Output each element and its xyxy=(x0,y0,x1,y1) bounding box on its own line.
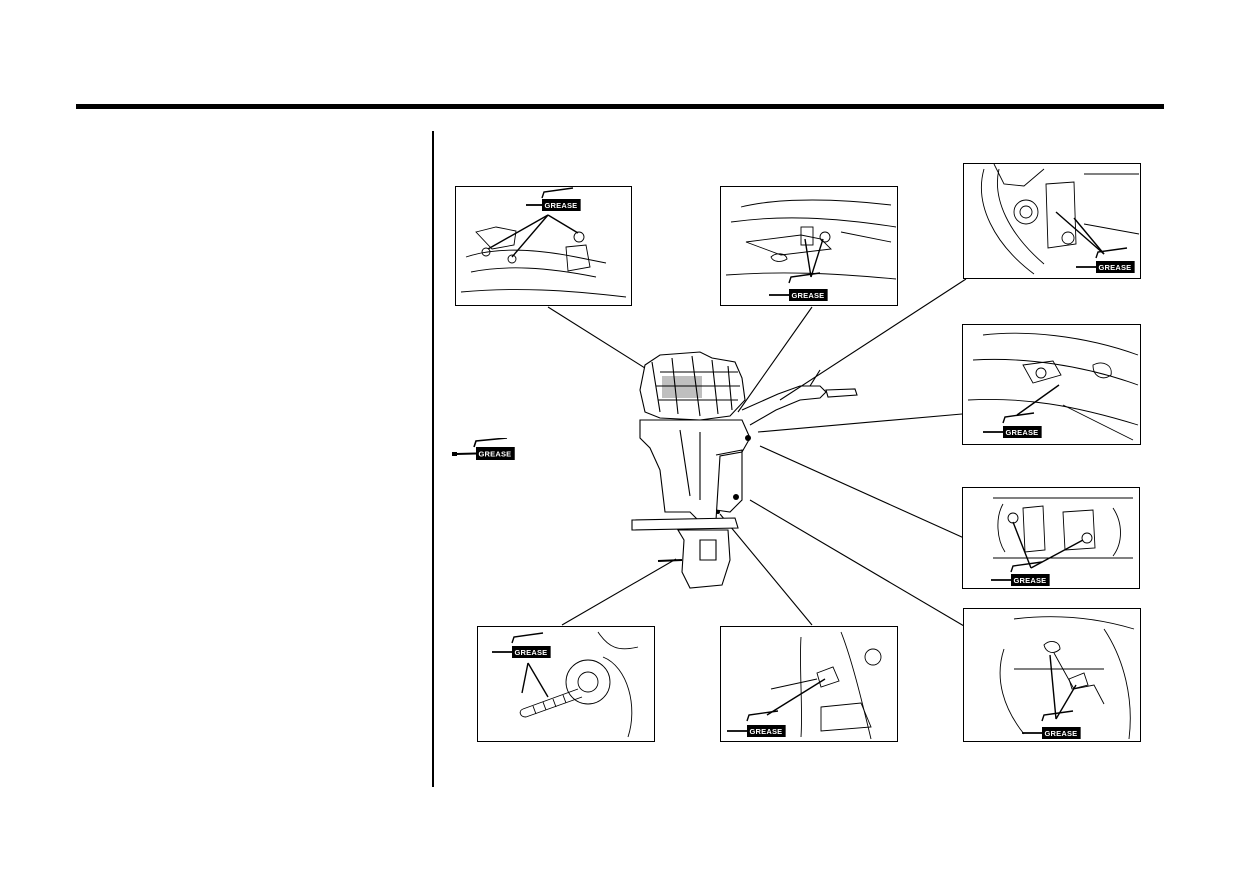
grease-legend-label: GREASE xyxy=(479,450,512,459)
column-divider xyxy=(432,131,434,787)
inset-tilt-lock-lever: GREASE xyxy=(963,608,1141,742)
header-rule xyxy=(76,104,1164,109)
grease-legend-symbol: GREASE xyxy=(452,438,515,460)
inset-shift-linkage: GREASE xyxy=(720,626,898,742)
inset-label: GREASE xyxy=(545,201,578,210)
inset-label: GREASE xyxy=(792,291,825,300)
inset-label: GREASE xyxy=(1099,263,1132,272)
inset-tilt-tube: GREASE xyxy=(962,487,1140,589)
inset-label: GREASE xyxy=(1014,576,1047,585)
inset-label: GREASE xyxy=(750,727,783,736)
inset-label: GREASE xyxy=(1045,729,1078,738)
inset-steering-friction: GREASE xyxy=(962,324,1141,445)
inset-drive-shaft-splines: GREASE xyxy=(477,626,655,742)
inset-label: GREASE xyxy=(515,648,548,657)
inset-label: GREASE xyxy=(1006,428,1039,437)
inset-throttle-pivot: GREASE xyxy=(720,186,898,306)
inset-swivel-bracket-upper: GREASE xyxy=(963,163,1141,279)
inset-tiller-linkage: GREASE xyxy=(455,186,632,306)
